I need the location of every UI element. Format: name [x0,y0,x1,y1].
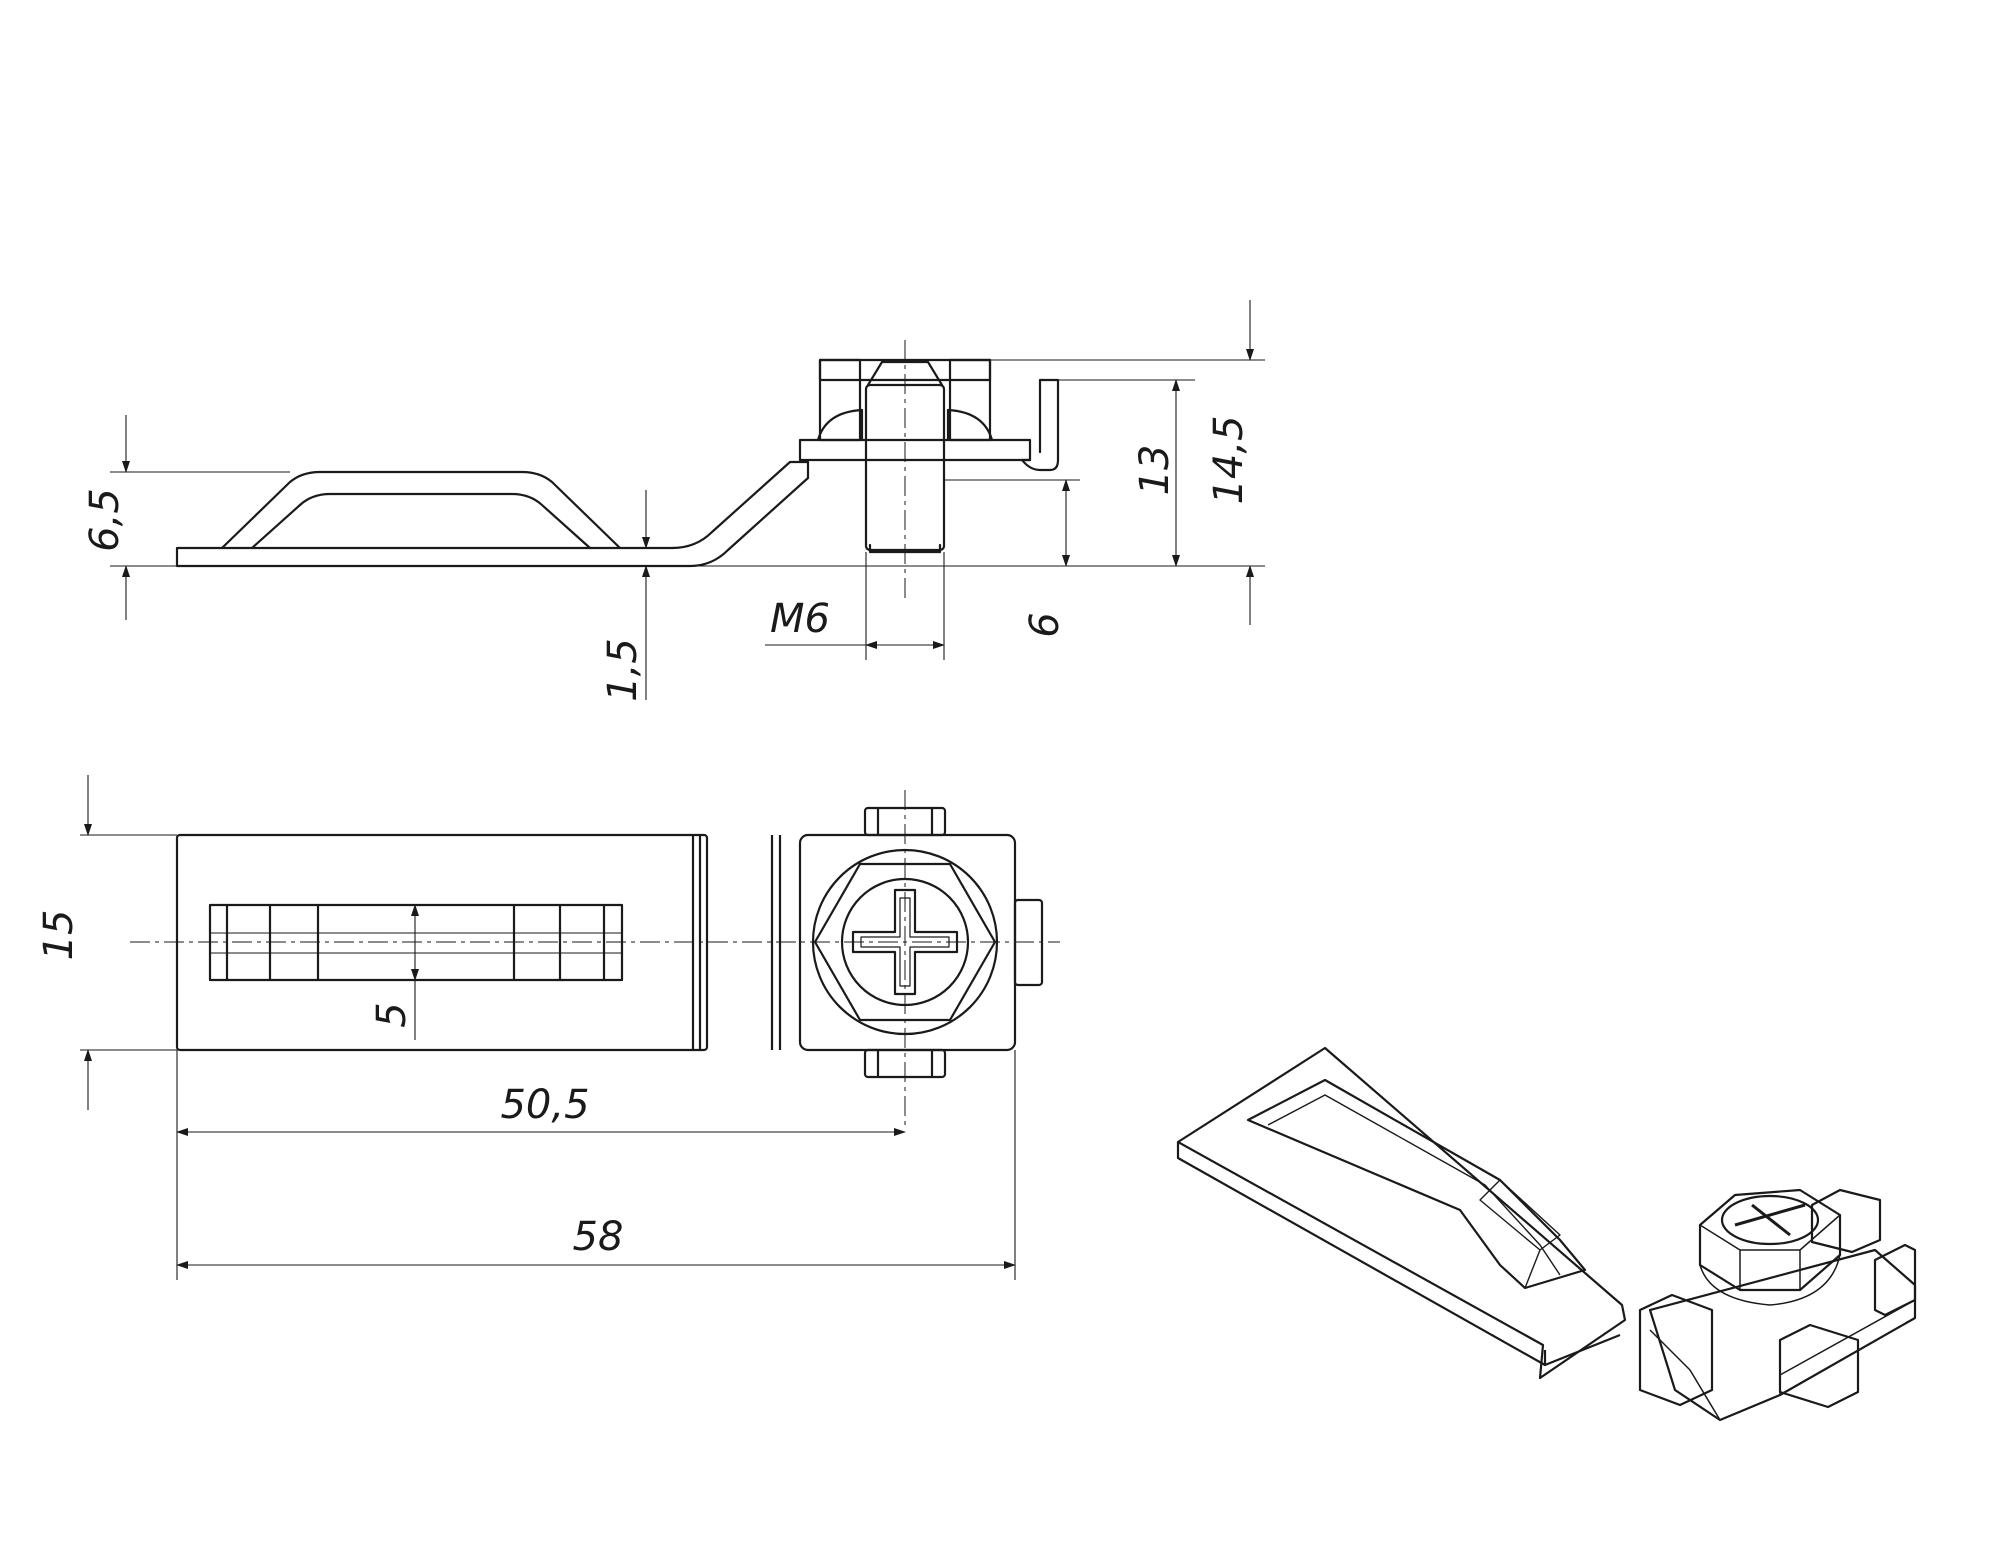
dim-screw-center: 50,5 [500,1082,589,1128]
nut-body-left [818,358,862,442]
isometric-view [1176,1046,1917,1422]
washer-left [816,408,864,442]
side-view [175,358,1060,568]
dim-tab-height: 13 [1132,445,1178,496]
iso-screw-dome [1720,1194,1820,1246]
dim-screw-projection: 6 [1022,612,1068,637]
iso-tab-back [1810,1188,1882,1254]
dim-thread: M6 [770,596,830,642]
nut-body-right [948,358,992,442]
iso-tab-left [1638,1293,1714,1407]
embossed-bump [220,470,622,550]
iso-ridge [1246,1078,1587,1290]
base-plate [175,460,810,568]
iso-phillips-cross [1734,1203,1806,1237]
dim-bump-height: 6,5 [82,488,128,552]
phillips-cross [851,888,959,996]
dim-slot-width: 5 [369,1002,415,1027]
iso-tab-right [1873,1243,1917,1317]
nut-top [818,358,992,382]
nut-flange [798,438,1032,462]
top-center-lines [130,790,1060,1130]
iso-hex-head [1698,1188,1842,1292]
dim-plate-thickness: 1,5 [600,638,646,702]
dim-width: 15 [36,910,82,961]
iso-plate-top [1176,1046,1627,1380]
iso-plate-side [1176,1142,1621,1367]
dim-overall-length: 58 [573,1214,624,1260]
top-dimensions [80,775,1016,1280]
embossed-bump-inner [250,492,592,550]
iso-tab-front [1778,1323,1860,1409]
screw-head [866,360,944,387]
dim-overall-height: 14,5 [1206,415,1252,504]
bent-tab [1020,378,1060,472]
washer-right [946,408,994,442]
side-dimensions [110,300,1265,700]
